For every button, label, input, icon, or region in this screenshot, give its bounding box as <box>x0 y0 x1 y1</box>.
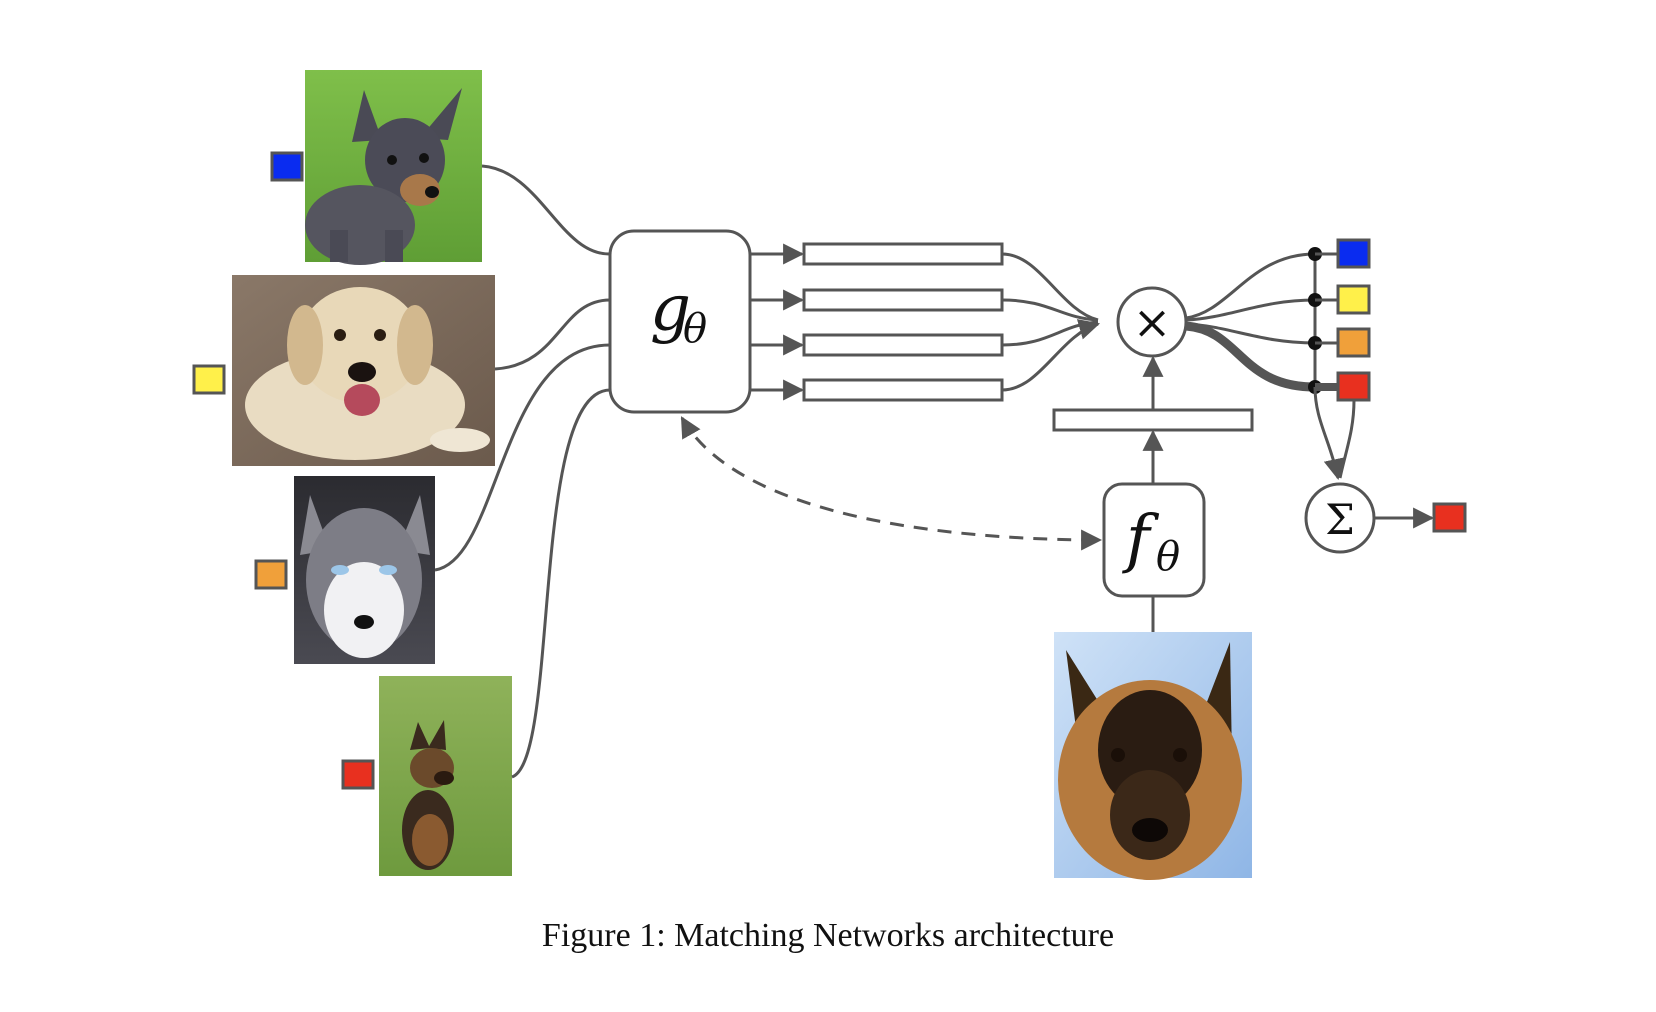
g-theta-embedding-box: g θ <box>608 229 752 414</box>
support-label-blue <box>270 151 304 182</box>
multiply-node: × <box>1116 286 1188 358</box>
g-to-embedding-arrows <box>750 243 805 401</box>
support-label-orange <box>254 559 288 590</box>
support-embedding-bars <box>802 242 1004 402</box>
embedding-to-multiply-curves <box>1001 252 1101 392</box>
figure-caption: Figure 1: Matching Networks architecture <box>542 917 1114 954</box>
f-theta-embedding-box: f θ <box>1102 482 1206 598</box>
multiply-symbol: × <box>1133 295 1172 349</box>
output-label-red <box>1336 371 1371 402</box>
sum-node: Σ <box>1304 482 1376 554</box>
g-f-shared-dashed-arrow <box>680 416 1103 551</box>
german-shepherd-query-photo <box>1054 632 1252 880</box>
dot-to-label-connectors <box>1315 252 1338 391</box>
chihuahua-photo <box>305 70 482 265</box>
query-embedding-bar <box>1052 408 1254 432</box>
g-theta-label: g <box>650 272 691 346</box>
to-sum-arrows <box>1313 386 1356 481</box>
sum-symbol: Σ <box>1325 495 1355 544</box>
output-label-orange <box>1336 327 1371 358</box>
output-label-blue <box>1336 238 1371 269</box>
attention-output-curves <box>1185 252 1316 392</box>
support-label-yellow <box>192 364 226 395</box>
prediction-label-red <box>1432 502 1467 533</box>
embedding-bar <box>802 288 1004 312</box>
support-label-red <box>341 759 375 790</box>
f-theta-subscript: θ <box>1156 534 1180 580</box>
output-label-yellow <box>1336 284 1371 315</box>
support-input-curves <box>434 164 611 779</box>
g-theta-subscript: θ <box>683 306 707 352</box>
german-shepherd-photo <box>379 676 512 876</box>
labrador-photo <box>232 275 495 466</box>
husky-photo <box>294 476 435 664</box>
embedding-bar <box>802 242 1004 266</box>
embedding-bar <box>802 333 1004 357</box>
embedding-bar <box>802 378 1004 402</box>
